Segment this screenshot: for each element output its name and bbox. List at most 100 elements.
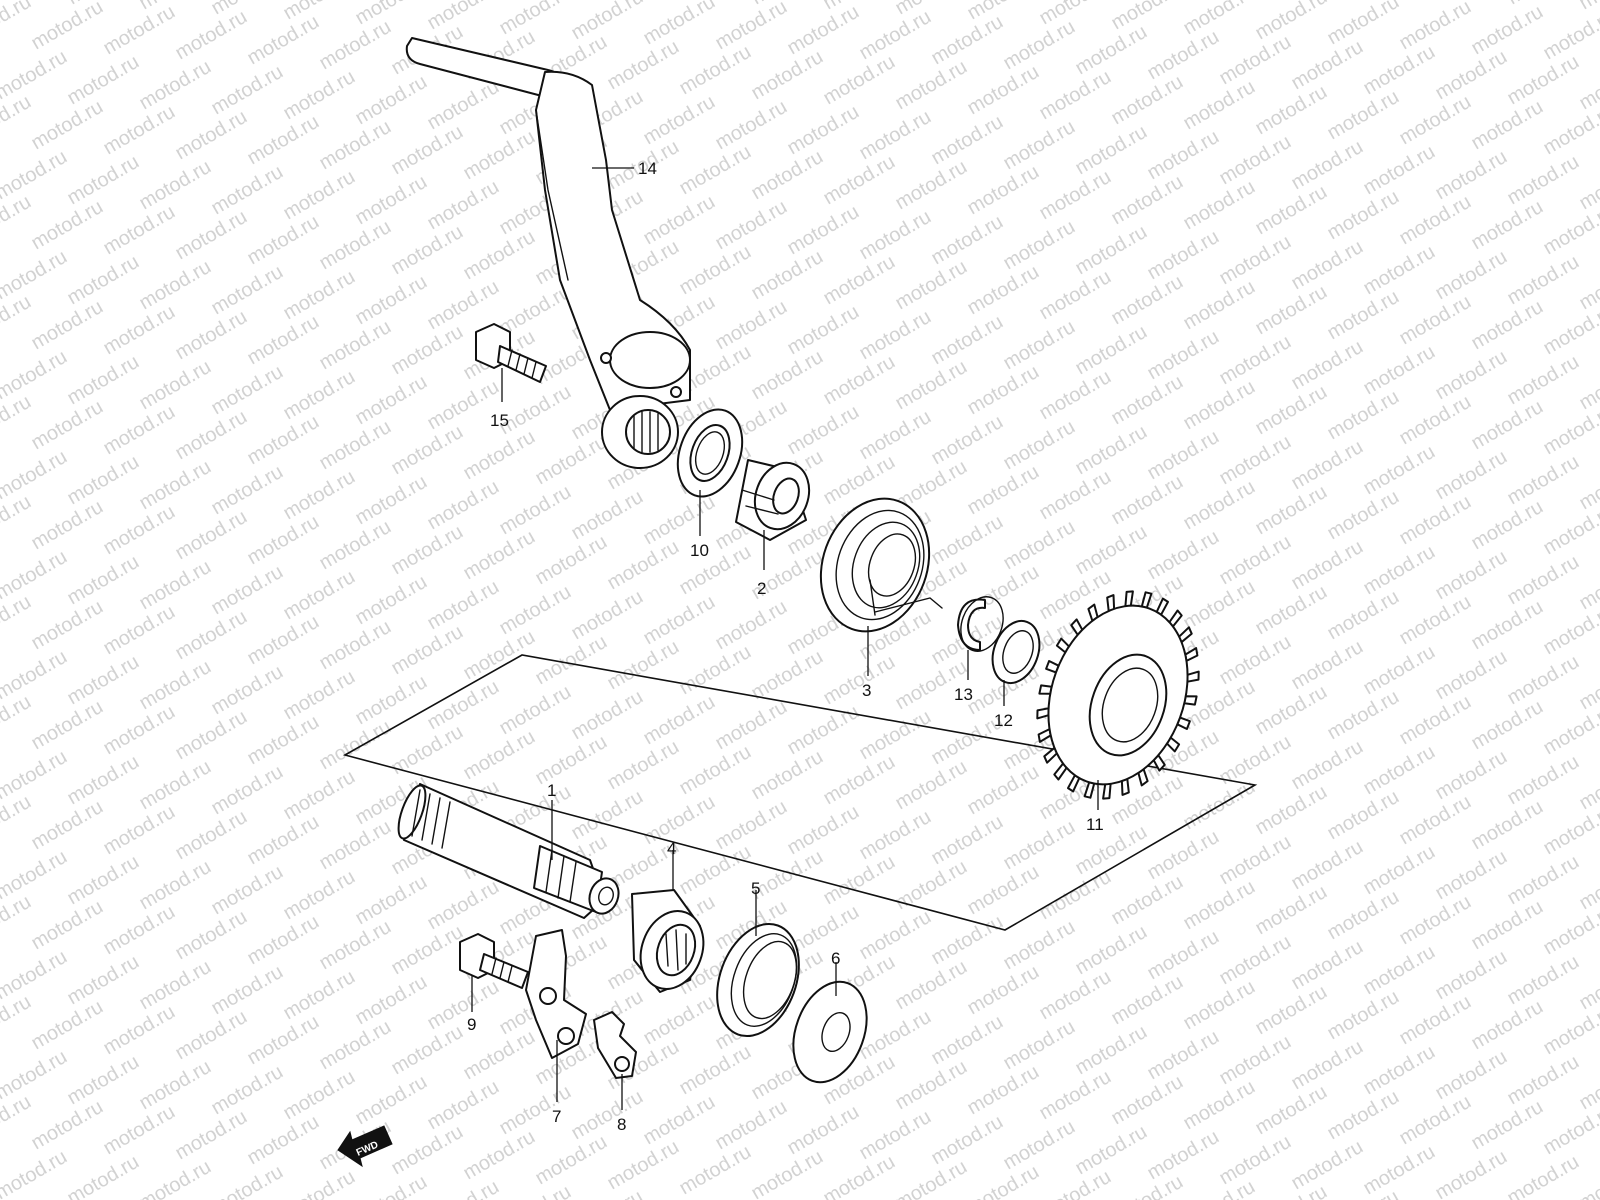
watermark-text: motod.ru (0, 946, 71, 1005)
watermark-text: motod.ru (1216, 331, 1295, 390)
circlip-13[interactable] (954, 591, 1011, 657)
watermark-text: motod.ru (460, 1026, 539, 1085)
watermark-text: motod.ru (1144, 926, 1223, 985)
watermark-text: motod.ru (424, 1176, 503, 1200)
watermark-text: motod.ru (784, 201, 863, 260)
watermark-text: motod.ru (352, 271, 431, 330)
watermark-text: motod.ru (892, 0, 971, 19)
watermark-text: motod.ru (1216, 1031, 1295, 1090)
washer-6[interactable] (780, 972, 879, 1093)
watermark-text: motod.ru (640, 191, 719, 250)
watermark-text: motod.ru (1432, 746, 1511, 805)
watermark-text: motod.ru (928, 1011, 1007, 1070)
watermark-text: motod.ru (28, 796, 107, 855)
watermark-text: motod.ru (1216, 231, 1295, 290)
watermark-text: motod.ru (1504, 951, 1583, 1010)
callout-14: 14 (638, 159, 657, 178)
watermark-text: motod.ru (532, 431, 611, 490)
watermark-text: motod.ru (856, 706, 935, 765)
watermark-text: motod.ru (820, 651, 899, 710)
watermark-text: motod.ru (1324, 486, 1403, 545)
watermark-text: motod.ru (676, 41, 755, 100)
watermark-text: motod.ru (532, 731, 611, 790)
bolt-15[interactable] (475, 323, 547, 383)
watermark-text: motod.ru (280, 0, 359, 24)
watermark-text: motod.ru (280, 266, 359, 325)
watermark-text: motod.ru (172, 1006, 251, 1065)
watermark-text: motod.ru (856, 906, 935, 965)
watermark-text: motod.ru (1468, 96, 1547, 155)
watermark-text: motod.ru (136, 1156, 215, 1200)
watermark-text: motod.ru (1432, 446, 1511, 505)
watermark-text: motod.ru (1324, 0, 1403, 49)
watermark-text: motod.ru (172, 506, 251, 565)
watermark-text: motod.ru (64, 451, 143, 510)
watermark-text: motod.ru (1468, 1, 1547, 60)
watermark-text: motod.ru (1216, 531, 1295, 590)
watermark-text: motod.ru (352, 871, 431, 930)
watermark-text: motod.ru (856, 106, 935, 165)
watermark-text: motod.ru (1072, 221, 1151, 280)
watermark-text: motod.ru (568, 786, 647, 845)
watermark-text: motod.ru (100, 301, 179, 360)
bolt-9[interactable] (459, 933, 529, 989)
watermark-text: motod.ru (100, 901, 179, 960)
watermark-text: motod.ru (1540, 401, 1600, 460)
plate-7[interactable] (525, 929, 587, 1059)
kick-idle-gear-11[interactable] (1025, 586, 1212, 804)
watermark-text: motod.ru (1324, 986, 1403, 1045)
watermark-text: motod.ru (460, 426, 539, 485)
washer-12[interactable] (984, 614, 1047, 689)
watermark-text: motod.ru (568, 586, 647, 645)
watermark-text: motod.ru (172, 906, 251, 965)
watermark-text: motod.ru (928, 311, 1007, 370)
watermark-text: motod.ru (100, 1101, 179, 1160)
watermark-text: motod.ru (964, 1161, 1043, 1200)
watermark-text: motod.ru (1252, 81, 1331, 140)
watermark-text: motod.ru (1288, 936, 1367, 995)
watermark-text: motod.ru (1396, 891, 1475, 950)
watermark-text: motod.ru (1072, 921, 1151, 980)
watermark-text: motod.ru (388, 1121, 467, 1180)
callout-3: 3 (862, 681, 871, 700)
watermark-text: motod.ru (964, 261, 1043, 320)
watermark-text: motod.ru (388, 121, 467, 180)
watermark-text: motod.ru (64, 751, 143, 810)
watermark-text: motod.ru (1252, 1181, 1331, 1200)
watermark-text: motod.ru (748, 46, 827, 105)
watermark-text: motod.ru (1504, 551, 1583, 610)
watermark-text: motod.ru (1036, 266, 1115, 325)
watermark-text: motod.ru (1540, 901, 1600, 960)
spring-5[interactable] (702, 913, 813, 1048)
gear-tooth (1124, 590, 1134, 608)
spring-guide-2[interactable] (735, 455, 818, 541)
watermark-text: motod.ru (136, 856, 215, 915)
watermark-text: motod.ru (1216, 1131, 1295, 1190)
return-spring-3[interactable] (803, 483, 947, 646)
watermark-text: motod.ru (712, 96, 791, 155)
watermark-text: motod.ru (568, 686, 647, 745)
watermark-text: motod.ru (1540, 601, 1600, 660)
watermark-text: motod.ru (676, 741, 755, 800)
watermark-text: motod.ru (28, 196, 107, 255)
watermark-text: motod.ru (1216, 431, 1295, 490)
guide-8[interactable] (593, 1011, 637, 1079)
oil-seal-10[interactable] (666, 400, 753, 505)
watermark-text: motod.ru (1288, 736, 1367, 795)
watermark-text: motod.ru (64, 51, 143, 110)
watermark-text: motod.ru (856, 206, 935, 265)
watermark-text: motod.ru (1504, 251, 1583, 310)
watermark-text: motod.ru (64, 1051, 143, 1110)
watermark-text: motod.ru (1432, 146, 1511, 205)
kick-starter-lever[interactable] (405, 37, 691, 469)
watermark-text: motod.ru (28, 1096, 107, 1155)
watermark-text: motod.ru (0, 346, 71, 405)
watermark-text: motod.ru (388, 921, 467, 980)
watermark-text: motod.ru (1288, 1036, 1367, 1095)
watermark-text: motod.ru (1360, 41, 1439, 100)
kick-starter-shaft-1[interactable] (393, 782, 623, 919)
drive-gear-4[interactable] (630, 889, 714, 998)
watermark-text: motod.ru (1288, 36, 1367, 95)
watermark-text: motod.ru (1468, 296, 1547, 355)
